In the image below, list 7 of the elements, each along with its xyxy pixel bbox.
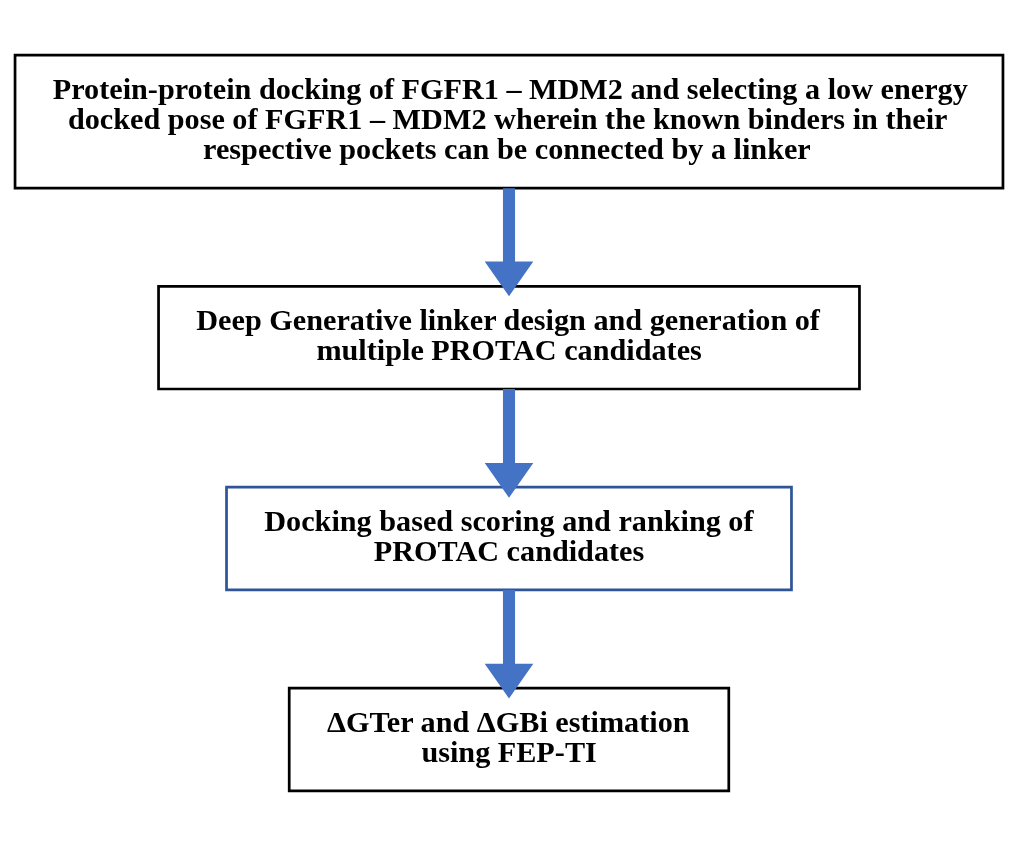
node-box: Docking based scoring and ranking of PROTAC candidates [224, 485, 793, 591]
arrow [484, 187, 533, 296]
node-box: Deep Generative linker design and generation of multiple PROTAC candidates [156, 284, 861, 390]
arrow [484, 388, 533, 498]
node-box: ΔGTer and ΔGBi estimation using FEP-TI [287, 686, 730, 792]
node-box: Protein-protein docking of FGFR1 – MDM2 and selecting a low energy docked pose of FGFR1 – MDM2 wherein the known binders in their respective pockets can be connected by a linker [13, 53, 1004, 189]
arrow [484, 589, 533, 699]
